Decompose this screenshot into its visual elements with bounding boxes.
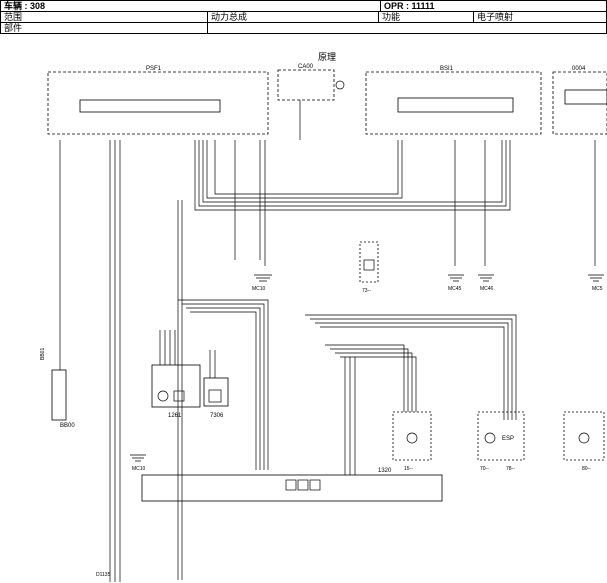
c1261-label: 1261 (168, 413, 182, 419)
psf1-box (47, 71, 269, 135)
scope-value: 动力总成 (207, 11, 379, 23)
ref-78-label: 78-- (506, 466, 515, 472)
c004-box (552, 71, 607, 135)
fan-icon (406, 432, 418, 444)
ref-73-box (359, 241, 379, 283)
c7306-box (203, 377, 229, 407)
ca00-box (277, 69, 335, 101)
opr-cell: OPR : 11111 (380, 0, 607, 12)
part-value (207, 22, 607, 34)
c7306-label: 7306 (210, 413, 224, 419)
mc45-label: MC45 (448, 286, 462, 292)
bsi1-inner (397, 97, 514, 113)
vehicle-cell: 车辆 : 308 (0, 0, 381, 12)
bsi1-box (365, 71, 542, 135)
c004-inner (564, 89, 607, 105)
ground-symbols (130, 274, 604, 462)
ecu-chip-icon (285, 479, 297, 491)
pedal-icon (208, 389, 222, 403)
c1320-box (141, 474, 443, 502)
gear-icon (578, 432, 590, 444)
esp-label: ESP (502, 436, 514, 442)
function-label: 功能 (378, 11, 474, 23)
scope-label: 范围 (0, 11, 208, 23)
ref-80-box (563, 411, 605, 461)
injector-icon (297, 479, 309, 491)
ref-80-label: 80-- (582, 466, 591, 472)
sensor-icon (157, 390, 169, 402)
wiring-diagram: PSF1 CA00 BSI1 0004 BB00 BB01 1261 7306 … (40, 64, 607, 582)
key-icon (335, 80, 345, 90)
bb01-label: BB01 (40, 348, 46, 360)
mc10-a-label: MC10 (252, 286, 266, 292)
lightning-icon (309, 479, 321, 491)
ca00-label: CA00 (298, 64, 314, 70)
mc10-b-label: MC10 (132, 466, 146, 472)
ref-15-box (392, 411, 432, 461)
c004-label: 0004 (572, 66, 586, 72)
bb00-label: BB00 (60, 423, 75, 429)
abs-icon (484, 432, 496, 444)
section-title: 原理 (318, 52, 337, 62)
bsi1-label: BSI1 (440, 66, 454, 72)
d1135-label: D1135 (96, 572, 111, 578)
ref-70-label: 70-- (480, 466, 489, 472)
c1320-label: 1320 (378, 468, 392, 474)
ref-15-label: 15-- (404, 466, 413, 472)
function-value: 电子喷射 (473, 11, 607, 23)
mc5-label: MC5 (592, 286, 603, 292)
part-label: 部件 (0, 22, 208, 34)
starter-icon (363, 259, 375, 271)
ref-73-label: 73-- (362, 288, 371, 294)
psf1-label: PSF1 (146, 66, 162, 72)
part-table: 部件 (0, 22, 607, 34)
wires (59, 100, 596, 582)
bb00-box (51, 369, 67, 421)
mc46-label: MC46 (480, 286, 494, 292)
throttle-icon (173, 390, 185, 402)
c1261-box (151, 364, 201, 408)
ref-esp-box (477, 411, 525, 461)
psf1-inner (79, 99, 221, 113)
